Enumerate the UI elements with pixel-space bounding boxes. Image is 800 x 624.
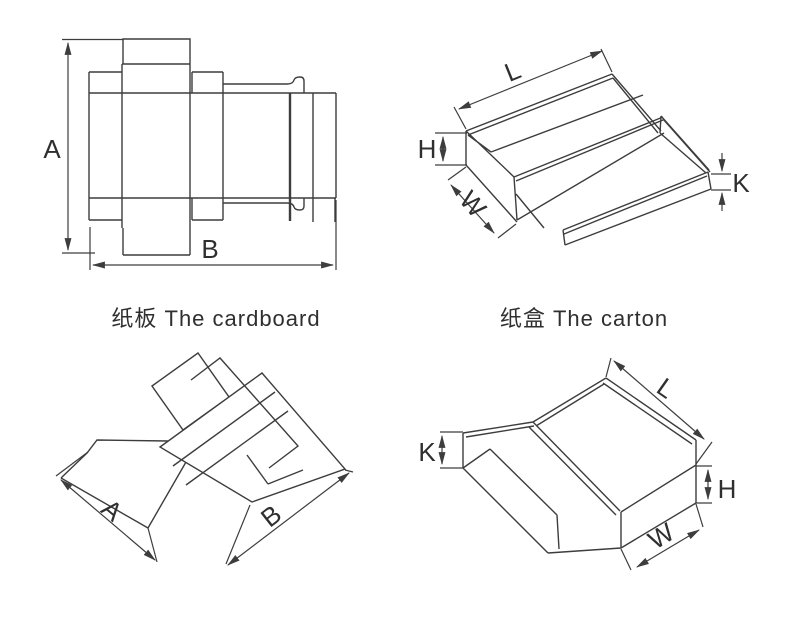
caption-carton: 纸盒 The carton: [499, 306, 669, 331]
carton-outline: [465, 73, 712, 246]
dim-label-w-alt: W: [643, 517, 680, 556]
dim-label-a: A: [43, 134, 61, 164]
cardboard-flat-dim-ticks: [62, 38, 337, 270]
dim-label-w: W: [454, 185, 493, 224]
cardboard-flat-outline: [88, 38, 337, 256]
dim-arrow-w-alt: [636, 529, 700, 568]
diagram-cardboard-flat: [62, 38, 337, 270]
dim-arrow-l: [457, 50, 604, 110]
carton-alt-dim-ticks: [440, 357, 713, 571]
dim-label-b: B: [201, 234, 218, 264]
dim-arrow-l-alt: [613, 360, 705, 440]
diagram-carton: [435, 48, 731, 246]
dim-label-a-rotated: A: [96, 493, 129, 528]
diagram-carton-alt: [438, 357, 713, 571]
dim-label-b-rotated: B: [255, 499, 287, 533]
cardboard-rotated-dim-ticks: [55, 451, 354, 565]
dim-label-k: K: [732, 168, 750, 198]
dim-arrow-b-rotated: [227, 472, 350, 566]
dim-label-l: L: [500, 54, 525, 87]
caption-cardboard: 纸板 The cardboard: [111, 306, 321, 331]
carton-dim-ticks: [435, 48, 731, 239]
dim-label-h-alt: H: [718, 474, 737, 504]
dim-arrow-a-rotated: [60, 479, 156, 561]
dim-label-k-alt: K: [418, 437, 436, 467]
diagram-cardboard-rotated: [55, 352, 354, 566]
dim-arrow-w: [450, 184, 495, 234]
line-work: [55, 38, 731, 571]
dim-label-h: H: [418, 134, 437, 164]
cardboard-rotated-outline: [60, 352, 347, 529]
dim-label-l-alt: L: [651, 372, 680, 405]
